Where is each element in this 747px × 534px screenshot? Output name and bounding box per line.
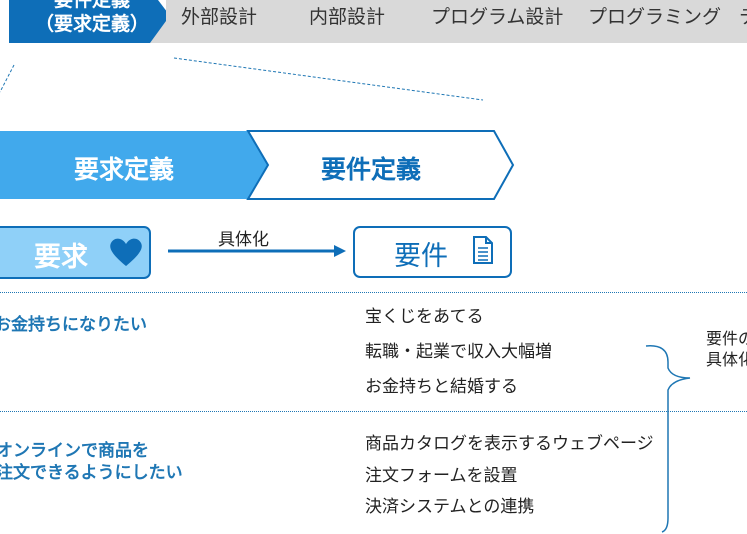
phase-test-chevron xyxy=(698,0,747,43)
row-separator-1 xyxy=(0,292,747,293)
brace-bracket xyxy=(645,345,691,533)
flow-spec-def-shape xyxy=(246,130,515,200)
example-1-spec-2: 転職・起業で収入大幅増 xyxy=(365,342,552,362)
arrow-label: 具体化 xyxy=(218,230,269,250)
phase-test-label: テ xyxy=(739,2,747,29)
phase-internal-design-label: 内部設計 xyxy=(309,6,386,28)
phase-program-design-label: プログラム設計 xyxy=(431,6,564,28)
example-2-spec-3: 決済システムとの連携 xyxy=(365,497,535,517)
specification-card-label: 要件 xyxy=(394,241,448,272)
row-separator-2 xyxy=(0,411,747,412)
flow-requirement-def-label: 要求定義 xyxy=(73,155,174,184)
example-1-wish: お金持ちになりたい xyxy=(0,315,147,335)
example-1-spec-3: お金持ちと結婚する xyxy=(365,377,518,397)
example-2-wish-line1: オンラインで商品を xyxy=(0,441,149,461)
requirement-card-label: 要求 xyxy=(34,242,88,273)
phase-active-label: 要件定義 （要求定義） xyxy=(22,0,162,36)
phase-active-line1: 要件定義 xyxy=(53,0,130,11)
phase-requirements-chevron xyxy=(9,0,174,43)
concretize-arrow xyxy=(168,245,346,257)
phase-program-design-chevron xyxy=(390,0,578,43)
side-note-line1: 要件の xyxy=(706,329,747,348)
phase-external-design-label: 外部設計 xyxy=(181,6,258,28)
phase-active-line2: （要求定義） xyxy=(34,13,149,35)
zoom-guide-lines xyxy=(0,57,484,101)
example-1-spec-1: 宝くじをあてる xyxy=(365,307,484,327)
example-2-wish-line2: 注文できるようにしたい xyxy=(0,463,183,483)
flow-spec-def-label: 要件定義 xyxy=(320,155,421,184)
phase-internal-design-chevron xyxy=(270,0,424,43)
side-note-line2: 具体化 xyxy=(706,350,747,369)
zoom-guide-right xyxy=(173,57,484,101)
flow-chevrons xyxy=(0,130,515,200)
document-icon xyxy=(473,236,493,264)
example-2-spec-2: 注文フォームを設置 xyxy=(365,466,518,486)
phase-programming-chevron xyxy=(544,0,732,43)
flow-requirement-def-shape xyxy=(0,131,268,199)
phase-programming-label: プログラミング xyxy=(588,6,722,28)
heart-icon xyxy=(110,238,142,266)
zoom-guide-left xyxy=(0,64,15,93)
example-2-spec-1: 商品カタログを表示するウェブページ xyxy=(365,434,654,454)
phase-external-design-chevron xyxy=(150,0,304,43)
side-note: 要件の 具体化 xyxy=(706,328,747,370)
phase-bar xyxy=(9,0,747,43)
